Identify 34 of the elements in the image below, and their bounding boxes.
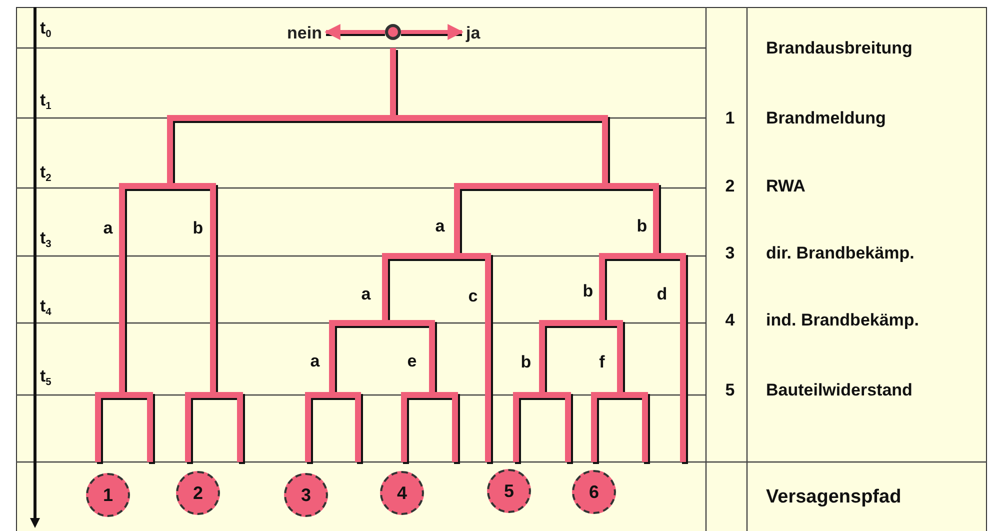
label: t$_{0}$ xyxy=(40,20,52,40)
label: t$_{5}$ xyxy=(40,368,52,388)
label: t$_{4}$ xyxy=(40,298,52,318)
label: t$_{1}$ xyxy=(40,92,52,112)
label: RWA xyxy=(766,178,806,194)
label: Brandmeldung xyxy=(766,110,886,126)
label: 4 xyxy=(725,312,735,328)
label: b xyxy=(520,354,532,370)
label: 3 xyxy=(725,244,735,262)
label: b xyxy=(192,220,204,236)
label: Versagenspfad xyxy=(766,488,902,506)
label: a xyxy=(310,352,320,370)
arrow xyxy=(401,24,464,40)
arrow xyxy=(324,24,385,40)
label: b xyxy=(636,218,648,234)
label: Brandausbreitung xyxy=(766,40,912,56)
branch-label: ja xyxy=(466,24,480,42)
label: 2 xyxy=(725,178,735,194)
label: c xyxy=(468,288,478,304)
label: ind. Brandbekämp. xyxy=(766,312,920,328)
label: e xyxy=(407,352,417,370)
label: f xyxy=(599,354,605,370)
branch-label: nein xyxy=(287,24,322,42)
label: t$_{3}$ xyxy=(40,230,52,250)
label: a xyxy=(361,286,371,302)
label: a xyxy=(435,218,445,234)
label: d xyxy=(656,286,668,302)
label: dir. Brandbekämp. xyxy=(766,244,914,262)
label: 1 xyxy=(725,110,735,126)
label: b xyxy=(582,282,594,300)
label: 5 xyxy=(725,382,735,398)
label: Bauteilwiderstand xyxy=(766,382,912,398)
label: a xyxy=(103,220,113,236)
label: t$_{2}$ xyxy=(40,164,52,184)
